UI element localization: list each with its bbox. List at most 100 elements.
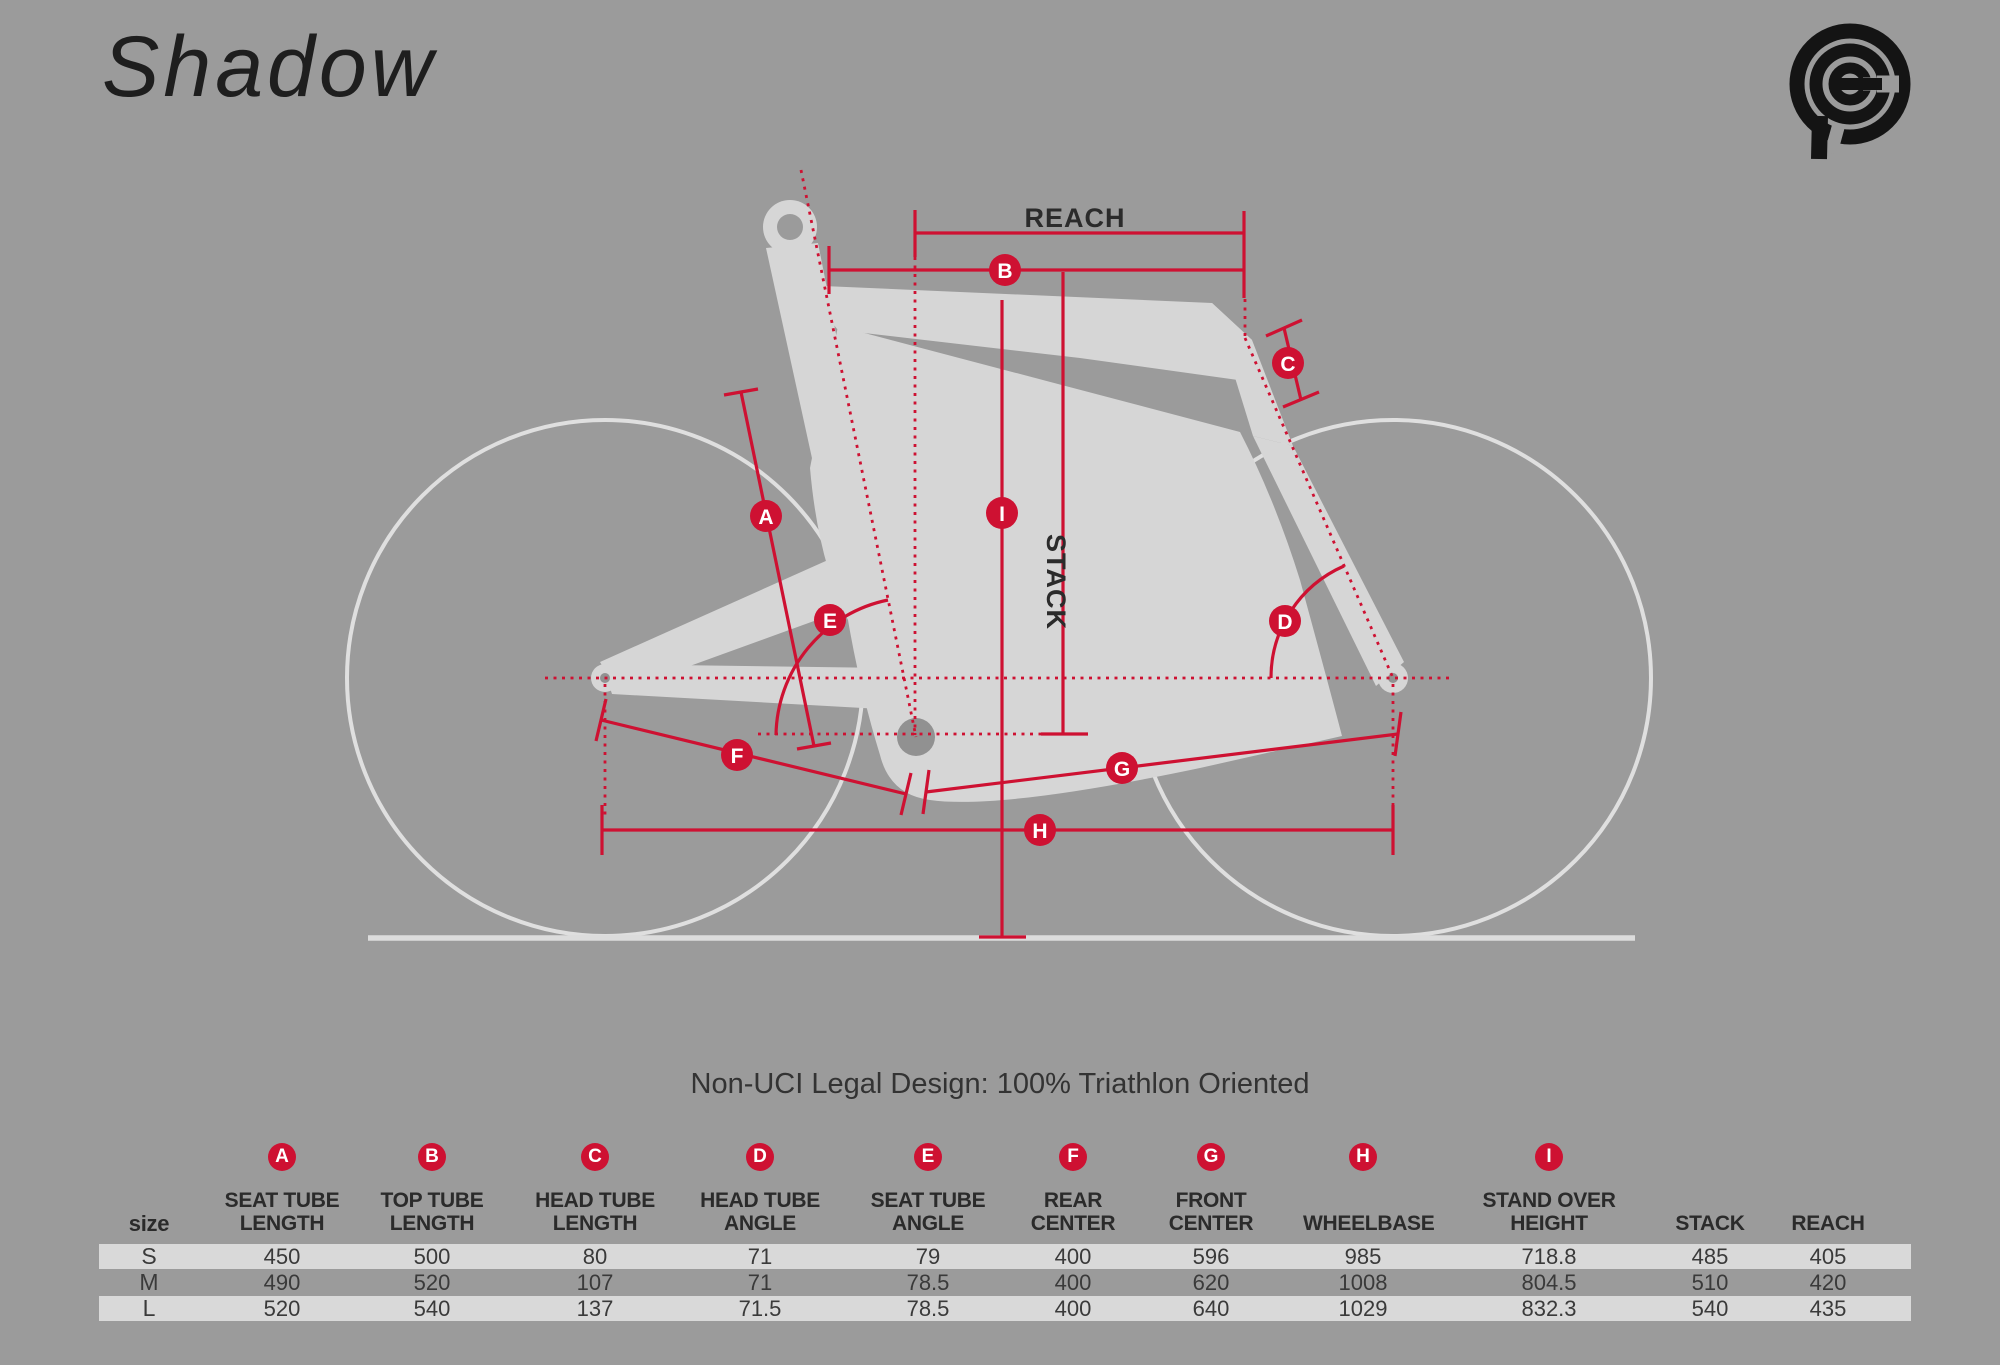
col-header-size: size — [99, 1212, 199, 1240]
cell-value: 79 — [915, 1244, 941, 1269]
fork-blade — [1253, 436, 1404, 686]
cell-value: 510 — [1691, 1270, 1729, 1295]
table-badge-d: D — [746, 1143, 774, 1171]
table-badge-b: B — [418, 1143, 446, 1171]
cell-value: 78.5 — [906, 1296, 950, 1321]
head-tube — [1212, 303, 1293, 446]
badge-f-letter: F — [731, 745, 744, 768]
page-title: Shadow — [102, 19, 437, 115]
dimension-lines — [594, 210, 1403, 939]
cell-value: 1008 — [1338, 1270, 1388, 1295]
frame-silhouette — [591, 200, 1408, 802]
col-header-wheelbase: WHEELBASE — [1303, 1212, 1435, 1235]
cell-value: 71 — [747, 1244, 773, 1269]
dim-seat-angle-arc — [774, 598, 889, 736]
col-header-rear-center: REAR CENTER — [1030, 1189, 1116, 1235]
cell-value: 405 — [1809, 1244, 1847, 1269]
cell-value: 640 — [1192, 1296, 1230, 1321]
badge-a: A — [750, 500, 782, 532]
seat-tube-axis — [799, 169, 918, 738]
dim-front-center-tick-left — [921, 769, 931, 815]
table-badge-c: C — [581, 1143, 609, 1171]
steerer-axis — [1243, 337, 1395, 679]
seat-stay — [600, 560, 872, 692]
badge-g-letter: G — [1114, 758, 1130, 781]
table-badge-e: E — [914, 1143, 942, 1171]
badge-c: C — [1272, 347, 1304, 379]
cell-value: 107 — [576, 1270, 614, 1295]
table-badge-g: G — [1197, 1143, 1225, 1171]
cell-value: 804.5 — [1521, 1270, 1577, 1295]
badge-e-letter: E — [823, 610, 837, 633]
cell-value: 540 — [413, 1296, 451, 1321]
cell-size: L — [142, 1295, 156, 1321]
col-header-top-tube-length: TOP TUBE LENGTH — [380, 1189, 484, 1235]
dim-rear-center-line — [600, 718, 907, 796]
design-caption: Non-UCI Legal Design: 100% Triathlon Ori… — [690, 1068, 1310, 1100]
dim-head-tube-tick-top — [1265, 318, 1303, 338]
badge-c-letter: C — [1280, 353, 1295, 376]
dim-head-tube-tick-bottom — [1282, 390, 1320, 409]
cell-value: 435 — [1809, 1296, 1847, 1321]
construction-lines — [545, 169, 1450, 818]
col-header-seat-tube-length: SEAT TUBE LENGTH — [224, 1189, 340, 1235]
badge-i: I — [986, 497, 1018, 529]
cell-value: 71 — [747, 1270, 773, 1295]
cell-value: 485 — [1691, 1244, 1729, 1269]
dim-seat-tube-tick-bottom — [796, 741, 832, 751]
table-row-size-m: M 490 520 107 71 78.5 400 620 1008 804.5… — [99, 1269, 1911, 1296]
cockpit-beam — [800, 285, 1252, 380]
cell-value: 400 — [1054, 1244, 1092, 1269]
cell-value: 450 — [263, 1244, 301, 1269]
cell-value: 490 — [263, 1270, 301, 1295]
col-header-head-tube-length: HEAD TUBE LENGTH — [535, 1189, 655, 1235]
cell-size: M — [139, 1269, 159, 1295]
badge-a-letter: A — [758, 506, 773, 529]
cell-value: 71.5 — [738, 1296, 782, 1321]
badge-i-letter: I — [999, 503, 1005, 526]
diagram-badges: A B C D E F G — [721, 254, 1304, 846]
dim-seat-tube-tick-top — [723, 387, 759, 397]
main-body — [810, 326, 1342, 802]
badge-h: H — [1024, 814, 1056, 846]
badge-e: E — [814, 604, 846, 636]
dim-rear-center-tick-left — [594, 698, 608, 742]
cell-value: 400 — [1054, 1296, 1092, 1321]
table-row-size-l: L 520 540 137 71.5 78.5 400 640 1029 832… — [99, 1296, 1911, 1321]
col-header-reach: REACH — [1791, 1212, 1865, 1235]
stack-label: STACK — [1041, 534, 1071, 630]
cell-value: 78.5 — [906, 1270, 950, 1295]
reach-label: REACH — [1024, 203, 1125, 233]
brand-logo — [1789, 23, 1911, 160]
table-badge-a: A — [268, 1143, 296, 1171]
badge-f: F — [721, 739, 753, 771]
cell-value: 520 — [263, 1296, 301, 1321]
cell-value: 985 — [1344, 1244, 1382, 1269]
brand-logo-mark — [1789, 23, 1911, 160]
cell-value: 137 — [576, 1296, 614, 1321]
chain-stay — [602, 664, 900, 710]
table-badge-row: A B C D E F G H I — [99, 1140, 1911, 1174]
cell-value: 520 — [413, 1270, 451, 1295]
cell-value: 80 — [582, 1244, 608, 1269]
cell-value: 400 — [1054, 1270, 1092, 1295]
badge-d-letter: D — [1277, 611, 1292, 634]
badge-h-letter: H — [1032, 820, 1047, 843]
badge-b-letter: B — [997, 260, 1012, 283]
cell-value: 832.3 — [1521, 1296, 1577, 1321]
cell-value: 420 — [1809, 1270, 1847, 1295]
col-header-seat-tube-angle: SEAT TUBE ANGLE — [870, 1189, 986, 1235]
geometry-table: A B C D E F G H I size SEAT TUBE LENGTH … — [99, 1140, 1911, 1321]
table-badge-f: F — [1059, 1143, 1087, 1171]
cell-size: S — [141, 1243, 157, 1269]
badge-g: G — [1106, 752, 1138, 784]
dim-rear-center-tick-right — [899, 772, 913, 816]
cell-value: 718.8 — [1521, 1244, 1577, 1269]
cell-value: 620 — [1192, 1270, 1230, 1295]
col-header-stack: STACK — [1675, 1212, 1745, 1235]
cell-value: 596 — [1192, 1244, 1230, 1269]
dim-seat-tube-line — [739, 391, 816, 747]
col-header-stand-over-height: STAND OVER HEIGHT — [1482, 1189, 1616, 1235]
